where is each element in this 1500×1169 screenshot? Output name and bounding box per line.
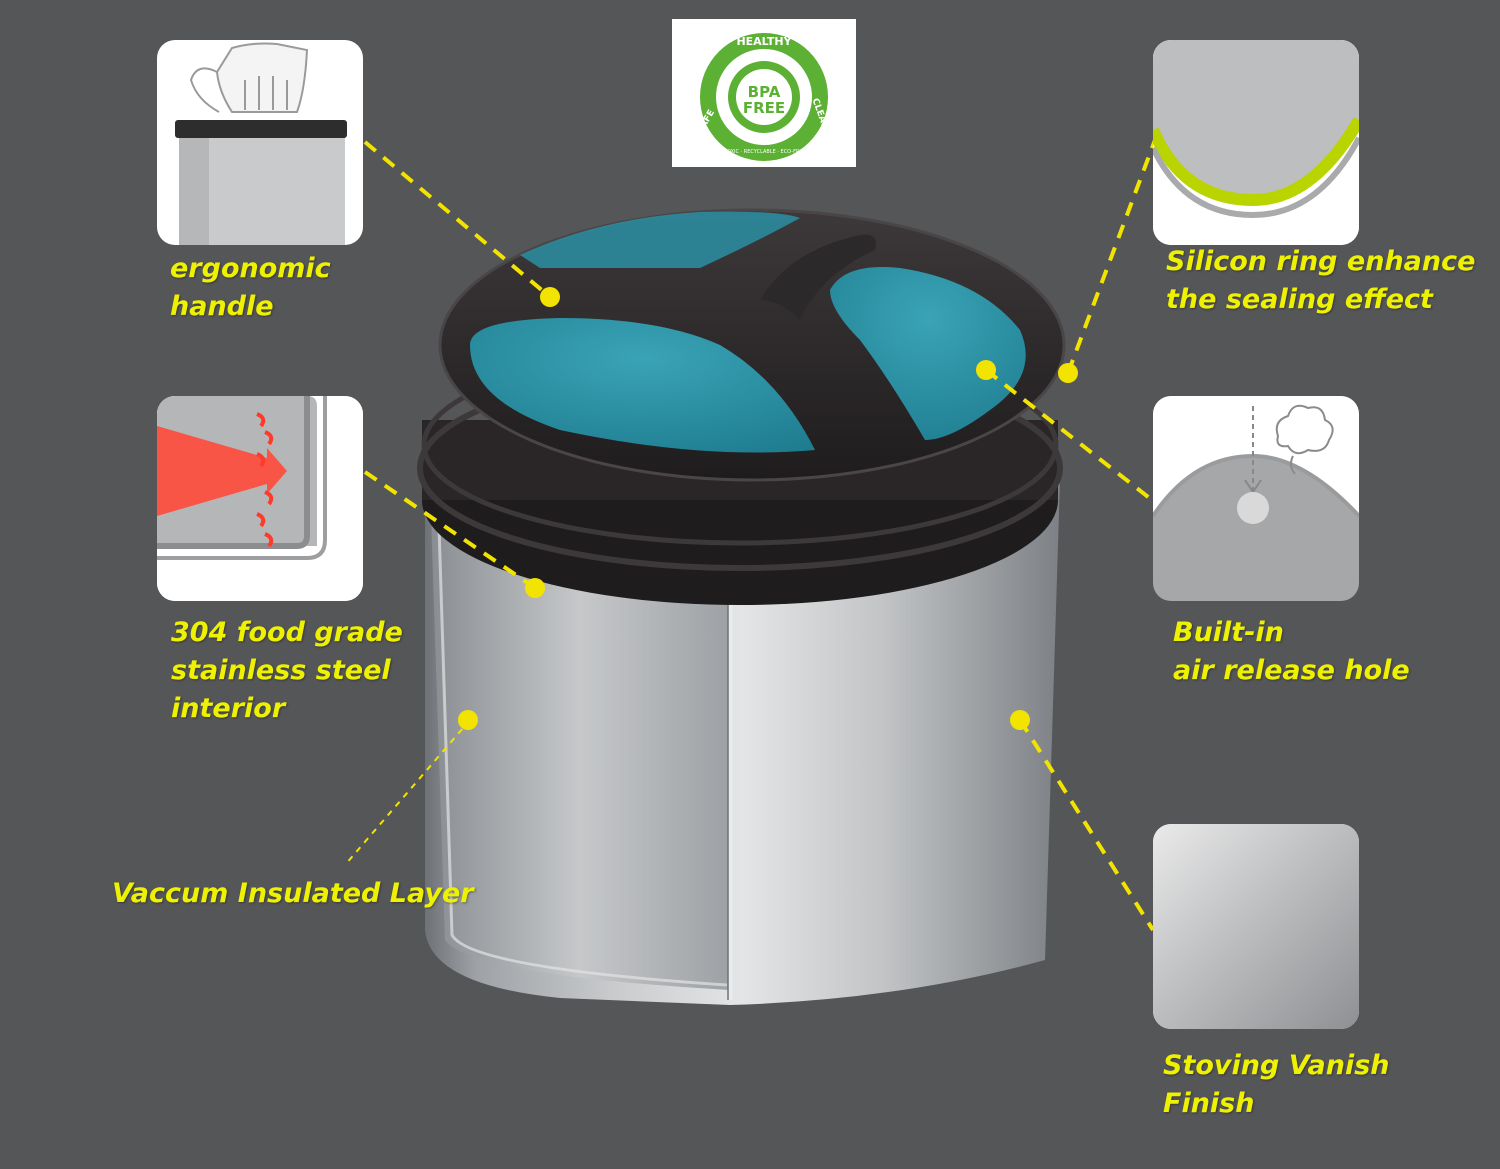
handle-label-line1: ergonomic (170, 253, 331, 284)
steel-thumbnail (157, 396, 363, 601)
steel-label-line3: interior (171, 693, 286, 724)
steel-texture-icon (1153, 824, 1359, 1029)
hand-icon (175, 42, 347, 245)
jar-lid (417, 208, 1066, 605)
steel-label-line2: stainless steel (171, 655, 391, 686)
vacuum-label-line1: Vaccum Insulated Layer (112, 878, 474, 909)
badge-top-text: HEALTHY (736, 35, 792, 48)
finish-label-line1: Stoving Vanish (1163, 1050, 1390, 1081)
finish-thumbnail (1153, 824, 1359, 1029)
silicon-ring-icon (1153, 40, 1359, 245)
heat-arrow-icon (157, 396, 363, 601)
leader-dots (458, 287, 1078, 730)
air-label-line2: air release hole (1173, 655, 1410, 686)
silicon-label-line1: Silicon ring enhance (1166, 246, 1476, 277)
steam-icon (1153, 396, 1359, 524)
handle-label: ergonomic handle (170, 250, 331, 326)
steel-label-line1: 304 food grade (171, 617, 403, 648)
bpa-free-icon: HEALTHY CLEAN SAFE BPA FREE NON-TOXIC · … (696, 33, 830, 161)
silicon-label: Silicon ring enhance the sealing effect (1166, 243, 1475, 319)
handle-thumbnail (157, 40, 363, 245)
finish-label: Stoving Vanish Finish (1163, 1047, 1390, 1123)
air-label-line1: Built-in (1173, 617, 1284, 648)
handle-label-line2: handle (170, 291, 274, 322)
bpa-free-badge: HEALTHY CLEAN SAFE BPA FREE NON-TOXIC · … (672, 19, 856, 167)
silicon-label-line2: the sealing effect (1166, 284, 1433, 315)
vacuum-label: Vaccum Insulated Layer (112, 875, 474, 913)
silicon-thumbnail (1153, 40, 1359, 245)
badge-center-line1: BPA (748, 83, 781, 101)
badge-center-line2: FREE (743, 99, 785, 117)
air-thumbnail (1153, 396, 1359, 601)
steel-label: 304 food grade stainless steel interior (171, 614, 403, 728)
air-label: Built-in air release hole (1173, 614, 1410, 690)
badge-ring-text: NON-TOXIC · RECYCLABLE · ECO-FRIENDLY (711, 149, 818, 155)
jar-body (425, 470, 1060, 1005)
finish-label-line2: Finish (1163, 1088, 1255, 1119)
leader-lines (344, 139, 1157, 932)
